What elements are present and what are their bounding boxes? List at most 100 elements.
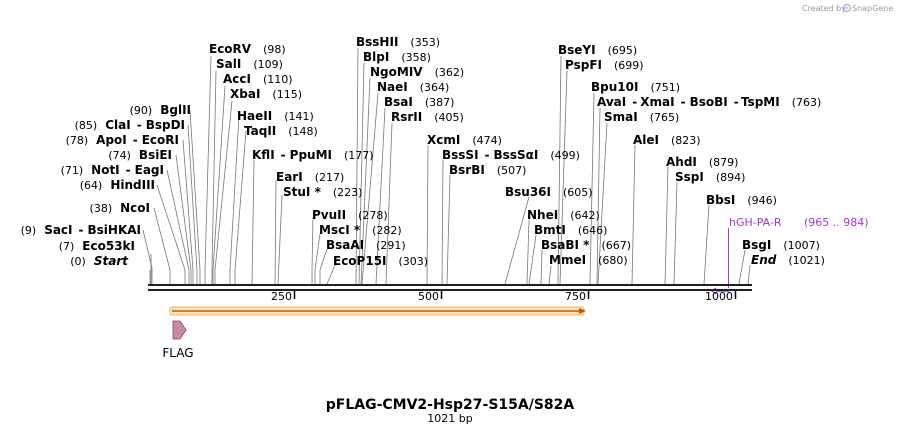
site-358-pos: (358): [401, 51, 431, 64]
site-109[interactable]: SalI(109): [216, 57, 283, 71]
site-362-name: NgoMIV: [370, 65, 423, 79]
site-765-name: SmaI: [604, 110, 638, 124]
flag-feature[interactable]: FLAG: [162, 320, 194, 360]
tick-label-250: 250: [271, 290, 292, 303]
site-85-name-a: ClaI: [105, 118, 130, 132]
site-217-name: EarI: [276, 170, 303, 184]
site-78[interactable]: (78)ApoI-EcoRI: [66, 133, 179, 147]
site-405-pos: (405): [434, 111, 464, 124]
site-946-name: BbsI: [706, 193, 735, 207]
site-879[interactable]: AhdI(879): [666, 155, 738, 169]
site-823-pos: (823): [671, 134, 701, 147]
site-699[interactable]: PspFI(699): [565, 58, 644, 72]
site-291[interactable]: BsaAI(291): [326, 238, 406, 252]
site-177-pos: (177): [344, 149, 374, 162]
site-605-pos: (605): [563, 186, 593, 199]
site-1021[interactable]: End (1021): [751, 253, 825, 267]
site-667[interactable]: BsaBI *(667): [541, 238, 631, 252]
site-74-name: BsiEI: [139, 148, 172, 162]
site-0-name: Start: [94, 254, 129, 268]
site-1021-name: End: [751, 253, 777, 267]
site-223-name: StuI *: [283, 185, 322, 199]
site-364-name: NaeI: [377, 80, 408, 94]
site-765[interactable]: SmaI(765): [604, 110, 679, 124]
snapgene-logo-icon: [842, 3, 852, 13]
sequence-backbone: [148, 284, 752, 291]
site-507[interactable]: BsrBI(507): [449, 163, 526, 177]
site-358[interactable]: BlpI (358): [363, 50, 431, 64]
site-71[interactable]: (71)NotI-EagI: [61, 163, 164, 177]
site-115-pos: (115): [272, 88, 302, 101]
site-695-name: BseYI: [558, 43, 596, 57]
site-98[interactable]: EcoRV(98): [209, 42, 286, 56]
site-605[interactable]: Bsu36I(605): [505, 185, 593, 199]
site-74[interactable]: (74)BsiEI: [108, 148, 172, 162]
site-362[interactable]: NgoMIV(362): [370, 65, 464, 79]
site-695[interactable]: BseYI(695): [558, 43, 637, 57]
site-763-name-d: TspMI: [741, 95, 780, 109]
site-303[interactable]: EcoP15I(303): [333, 254, 428, 268]
site-217[interactable]: EarI(217): [276, 170, 344, 184]
site-38-name: NcoI: [120, 201, 150, 215]
primer-hgh-pa-r[interactable]: hGH-PA-R (965 .. 984): [711, 216, 869, 295]
site-282[interactable]: MscI *(282): [319, 223, 402, 237]
site-680[interactable]: MmeI(680): [549, 253, 628, 267]
site-751[interactable]: Bpu10I(751): [591, 80, 680, 94]
site-78-name-a: ApoI: [96, 133, 127, 147]
site-823-name: AleI: [633, 133, 659, 147]
site-38[interactable]: (38)NcoI: [90, 201, 150, 215]
site-177[interactable]: KflI-PpuMI(177): [252, 148, 374, 162]
site-405-name: RsrII: [391, 110, 422, 124]
site-642[interactable]: NheI(642): [527, 208, 600, 222]
site-148[interactable]: TaqII(148): [244, 124, 318, 138]
site-680-pos: (680): [598, 254, 628, 267]
site-763[interactable]: AvaI-XmaI-BsoBI-TspMI(763): [597, 95, 821, 109]
site-85[interactable]: (85)ClaI-BspDI: [75, 118, 185, 132]
site-85-name-b: BspDI: [146, 118, 185, 132]
site-64[interactable]: (64)HindIII: [80, 178, 155, 192]
site-282-name: MscI *: [319, 223, 361, 237]
site-148-name: TaqII: [244, 124, 276, 138]
site-7[interactable]: (7) Eco53kI: [59, 239, 135, 253]
site-946-pos: (946): [747, 194, 777, 207]
site-405[interactable]: RsrII (405): [391, 110, 464, 124]
site-141[interactable]: HaeII(141): [237, 109, 314, 123]
site-823[interactable]: AleI (823): [633, 133, 701, 147]
site-7-name: Eco53kI: [82, 239, 135, 253]
site-9[interactable]: (9)SacI-BsiHKAI: [21, 223, 141, 237]
site-110[interactable]: AccI(110): [223, 72, 293, 86]
site-110-name: AccI: [223, 72, 251, 86]
site-894-name: SspI: [675, 170, 704, 184]
site-109-pos: (109): [253, 58, 283, 71]
site-894-pos: (894): [716, 171, 746, 184]
site-1007[interactable]: BsgI(1007): [742, 238, 820, 252]
watermark-text: Created by: [802, 4, 846, 13]
site-763-pos: (763): [792, 96, 822, 109]
site-387[interactable]: BsaI(387): [384, 95, 454, 109]
site-223[interactable]: StuI *(223): [283, 185, 362, 199]
site-894[interactable]: SspI (894): [675, 170, 745, 184]
site-879-name: AhdI: [666, 155, 697, 169]
site-115-name: XbaI: [230, 87, 260, 101]
site-115[interactable]: XbaI (115): [230, 87, 302, 101]
site-946[interactable]: BbsI (946): [706, 193, 777, 207]
site-364[interactable]: NaeI (364): [377, 80, 449, 94]
site-646-name: BmtI: [534, 223, 566, 237]
site-358-name: BlpI: [363, 50, 389, 64]
site-90[interactable]: (90)BglII: [130, 103, 191, 117]
site-7-pos: (7): [59, 240, 75, 253]
site-499[interactable]: BssSI-BssSαI(499): [442, 148, 580, 162]
site-0[interactable]: (0)Start: [70, 254, 129, 268]
site-699-name: PspFI: [565, 58, 602, 72]
site-646[interactable]: BmtI(646): [534, 223, 607, 237]
site-353[interactable]: BssHII(353): [356, 35, 440, 49]
site-98-name: EcoRV: [209, 42, 252, 56]
site-763-name-c: BsoBI: [690, 95, 728, 109]
orf-bar[interactable]: [169, 306, 586, 316]
site-474[interactable]: XcmI(474): [427, 133, 502, 147]
site-364-pos: (364): [420, 81, 450, 94]
site-1021-pos: (1021): [788, 254, 825, 267]
site-278[interactable]: PvuII(278): [312, 208, 388, 222]
site-642-name: NheI: [527, 208, 558, 222]
upper-left-site-labels: EcoRV(98) SalI(109) AccI(110) XbaI(115) …: [209, 42, 428, 268]
